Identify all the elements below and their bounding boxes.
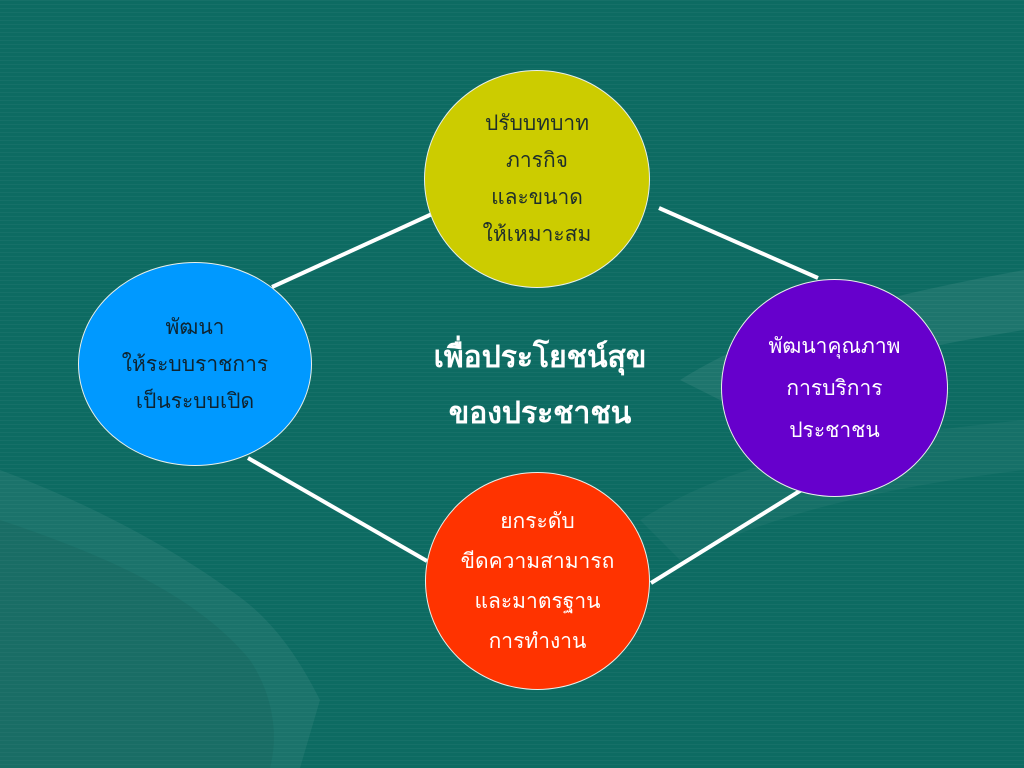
circle-right-line: ประชาชน (789, 418, 880, 442)
circle-left-line: ให้ระบบราชการ (121, 351, 269, 376)
connector-top-right (658, 206, 819, 280)
center-title-line: ของประชาชน (448, 396, 632, 431)
center-title-line: เพื่อประโยชน์สุข (433, 340, 647, 375)
circle-bottom-capability: ยกระดับ ขีดความสามารถ และมาตรฐาน การทำงา… (425, 472, 650, 690)
connector-bottom-right (649, 487, 805, 585)
circle-right-service-quality: พัฒนาคุณภาพ การบริการ ประชาชน (721, 279, 948, 497)
circle-bottom-line: ขีดความสามารถ (460, 549, 615, 573)
circle-left-line: เป็นระบบเปิด (135, 388, 255, 413)
circle-bottom-line: การทำงาน (488, 629, 587, 653)
circle-top-line: และขนาด (491, 185, 583, 209)
circle-right-line: พัฒนาคุณภาพ (768, 334, 901, 358)
circle-left-line: พัฒนา (165, 314, 225, 339)
circle-top-line: ให้เหมาะสม (482, 222, 592, 246)
circle-top-line: ภารกิจ (506, 148, 568, 172)
connector-left-bottom (247, 456, 428, 563)
center-title: เพื่อประโยชน์สุข ของประชาชน (410, 330, 670, 442)
connector-left-top (271, 212, 433, 289)
circle-right-line: การบริการ (786, 376, 883, 400)
circle-top-role-mission: ปรับบทบาท ภารกิจ และขนาด ให้เหมาะสม (424, 70, 650, 288)
circle-left-open-system: พัฒนา ให้ระบบราชการ เป็นระบบเปิด (78, 262, 312, 466)
circle-top-line: ปรับบทบาท (484, 111, 590, 135)
circle-bottom-line: และมาตรฐาน (474, 589, 601, 613)
circle-bottom-line: ยกระดับ (500, 509, 575, 533)
